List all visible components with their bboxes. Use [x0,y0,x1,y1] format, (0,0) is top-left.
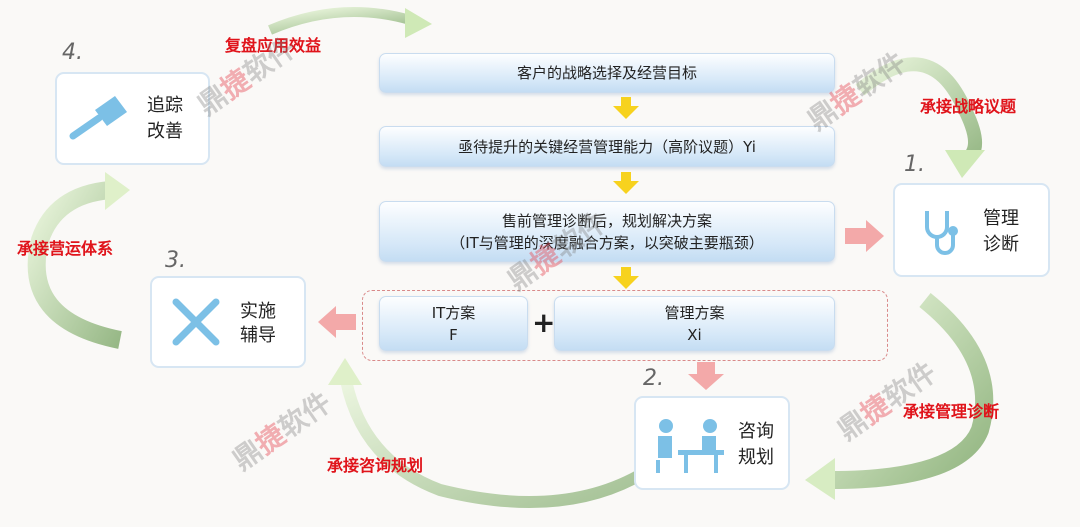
label-mgmt-diagnosis: 承接管理诊断 [903,402,1000,421]
arrow-top-head [405,8,432,38]
flow-step-text: 售前管理诊断后，规划解决方案 [501,211,712,230]
it-plan-box: IT方案 F [379,296,528,351]
stage-label: 改善 [147,121,183,142]
label-review-benefit: 复盘应用效益 [225,36,322,55]
mgmt-plan-title: 管理方案 [664,303,725,322]
pink-arrow-left [318,306,356,338]
flow-step-capability: 亟待提升的关键经营管理能力（高阶议题）Yi [379,126,835,167]
stage-label: 追踪 [147,95,183,116]
stage-tracking: 追踪 改善 [55,72,210,165]
stage-label: 管理 [983,208,1019,229]
flow-step-strategy: 客户的战略选择及经营目标 [379,53,835,93]
arrow-bottom-curve [339,373,643,508]
stage-number: 3. [165,248,186,273]
pink-arrow-right [845,220,884,252]
arrow-left-head [105,172,130,210]
plan-group [362,290,888,361]
stage-label: 诊断 [983,234,1019,255]
consulting-meeting-icon [656,419,724,473]
stage-label: 咨询 [738,421,774,442]
stage-diagnosis: 管理 诊断 [893,183,1050,277]
yellow-down-arrow-icon [613,172,639,194]
arrow-right-top-head [945,150,985,178]
stage-consulting: 咨询 规划 [634,396,790,490]
yellow-down-arrow-icon [613,97,639,119]
arrow-bottom-head [328,358,362,385]
stethoscope-icon [925,211,958,255]
stage-number: 2. [643,366,664,391]
plus-sign: + [532,306,556,339]
flow-step-text: （IT与管理的深度融合方案，以突破主要瓶颈） [450,233,764,252]
label-operation-system: 承接营运体系 [17,239,114,258]
stage-number: 4. [62,40,83,65]
stage-implementation: 实施 辅导 [150,276,306,368]
arrow-right-bottom-head [805,458,835,500]
stage-label: 实施 [240,301,276,322]
arrow-left-curve [27,181,122,349]
stage-number: 1. [904,152,925,177]
flow-step-text: 亟待提升的关键经营管理能力（高阶议题）Yi [458,137,756,156]
it-plan-title: IT方案 [431,303,476,322]
arrow-right-top-curve [855,57,982,167]
flow-step-text: 客户的战略选择及经营目标 [516,64,697,82]
it-plan-symbol: F [449,325,458,344]
stage-label: 规划 [738,447,774,468]
tools-icon [172,298,220,346]
pink-arrow-down [688,362,724,390]
mgmt-plan-box: 管理方案 Xi [554,296,835,351]
yellow-down-arrow-icon [613,267,639,289]
flow-step-solution: 售前管理诊断后，规划解决方案 （IT与管理的深度融合方案，以突破主要瓶颈） [379,201,835,262]
label-strategy-issue: 承接战略议题 [920,97,1017,116]
stage-label: 辅导 [240,325,276,346]
arrow-right-bottom-curve [829,292,994,489]
label-consulting-plan: 承接咨询规划 [327,456,424,475]
brush-icon [69,96,127,140]
arrow-top-curve [268,7,412,35]
mgmt-plan-symbol: Xi [687,325,702,344]
